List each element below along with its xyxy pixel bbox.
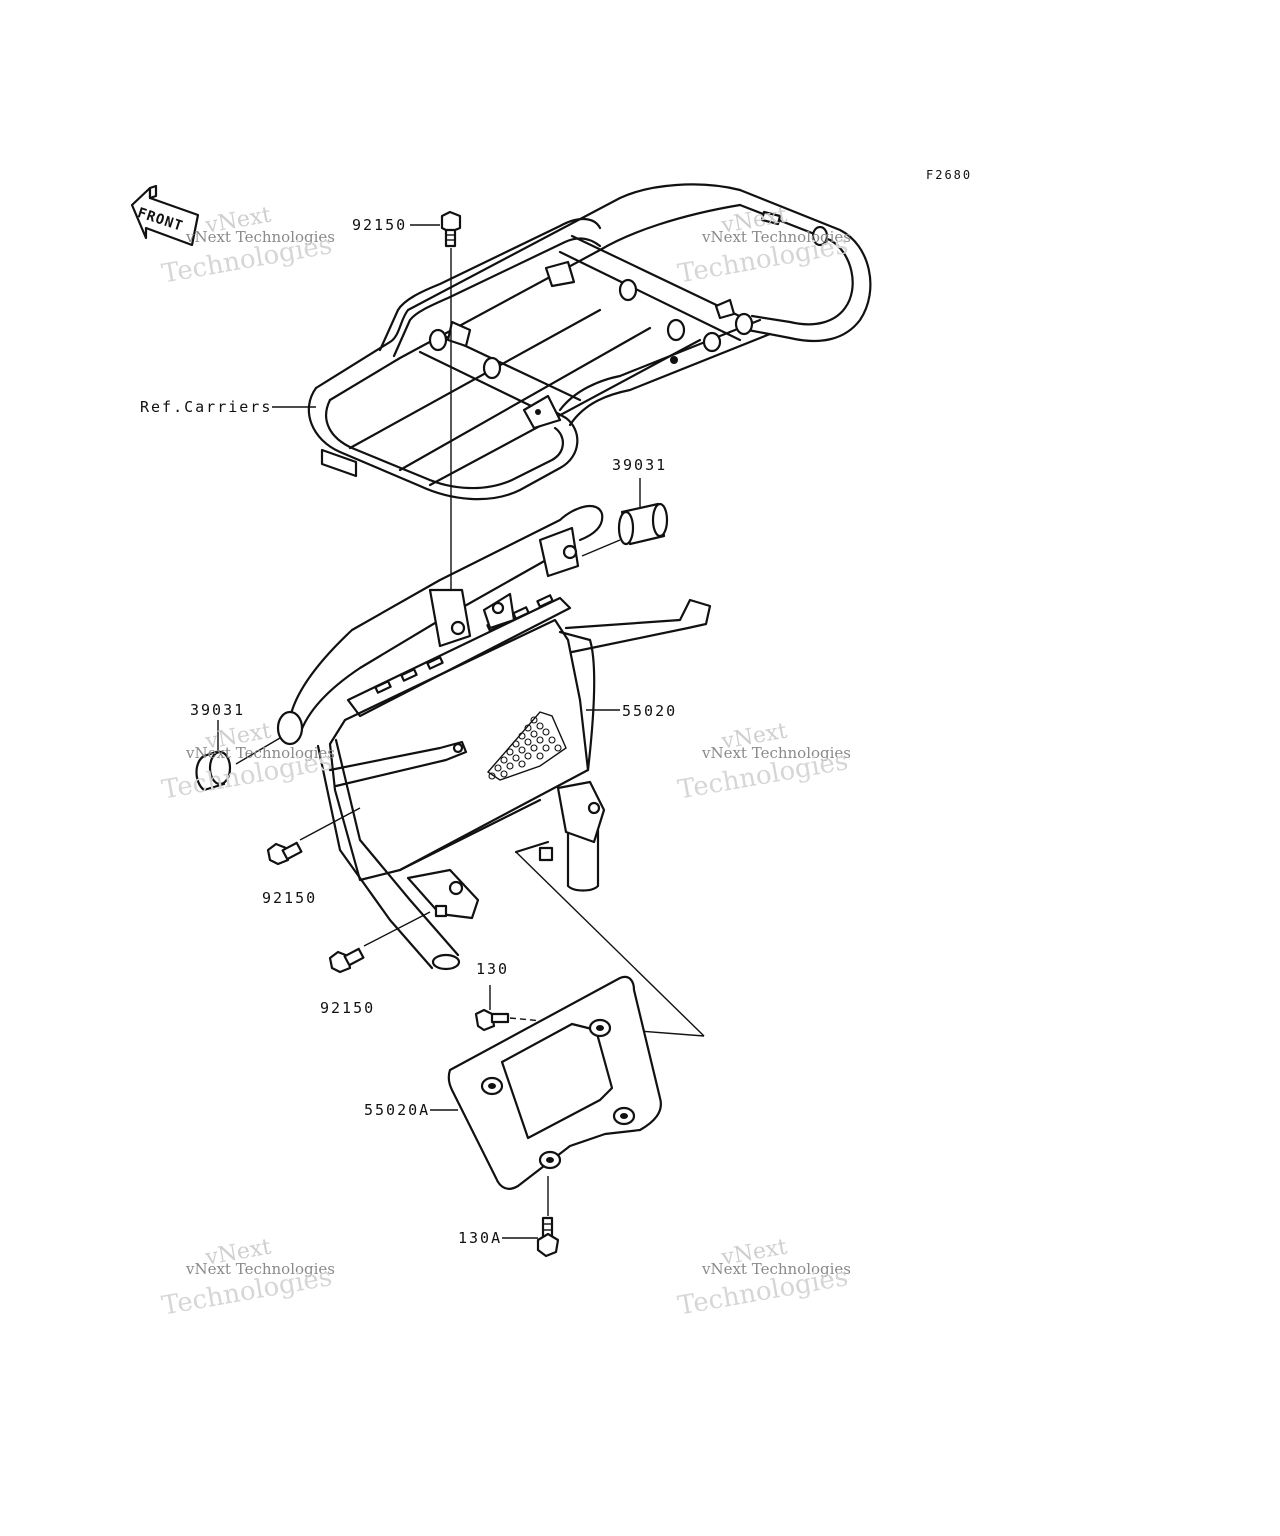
label-ref-carriers: Ref.Carriers xyxy=(140,398,273,416)
bolt-92150-top xyxy=(440,210,462,590)
label-bolt-mid: 92150 xyxy=(262,889,318,907)
rear-guard xyxy=(195,502,712,971)
guard-plate-55020A xyxy=(447,975,662,1216)
label-guard: 55020 xyxy=(622,702,678,720)
carrier-rack xyxy=(307,183,872,501)
label-collar-right: 39031 xyxy=(612,456,668,474)
label-guard-plate: 55020A xyxy=(364,1101,431,1119)
label-bolt-low: 92150 xyxy=(320,999,376,1017)
label-bolt-130a: 130A xyxy=(458,1229,503,1247)
bolt-92150-mid xyxy=(266,807,361,866)
front-arrow-icon xyxy=(130,184,200,247)
label-collar-left: 39031 xyxy=(190,701,246,719)
label-bolt-top: 92150 xyxy=(352,216,408,234)
figure-code: F2680 xyxy=(926,168,973,182)
mesh-grille xyxy=(486,711,567,781)
label-bolt-130: 130 xyxy=(476,960,510,978)
bolt-130a xyxy=(536,1216,560,1258)
bolt-92150-low xyxy=(328,911,431,974)
